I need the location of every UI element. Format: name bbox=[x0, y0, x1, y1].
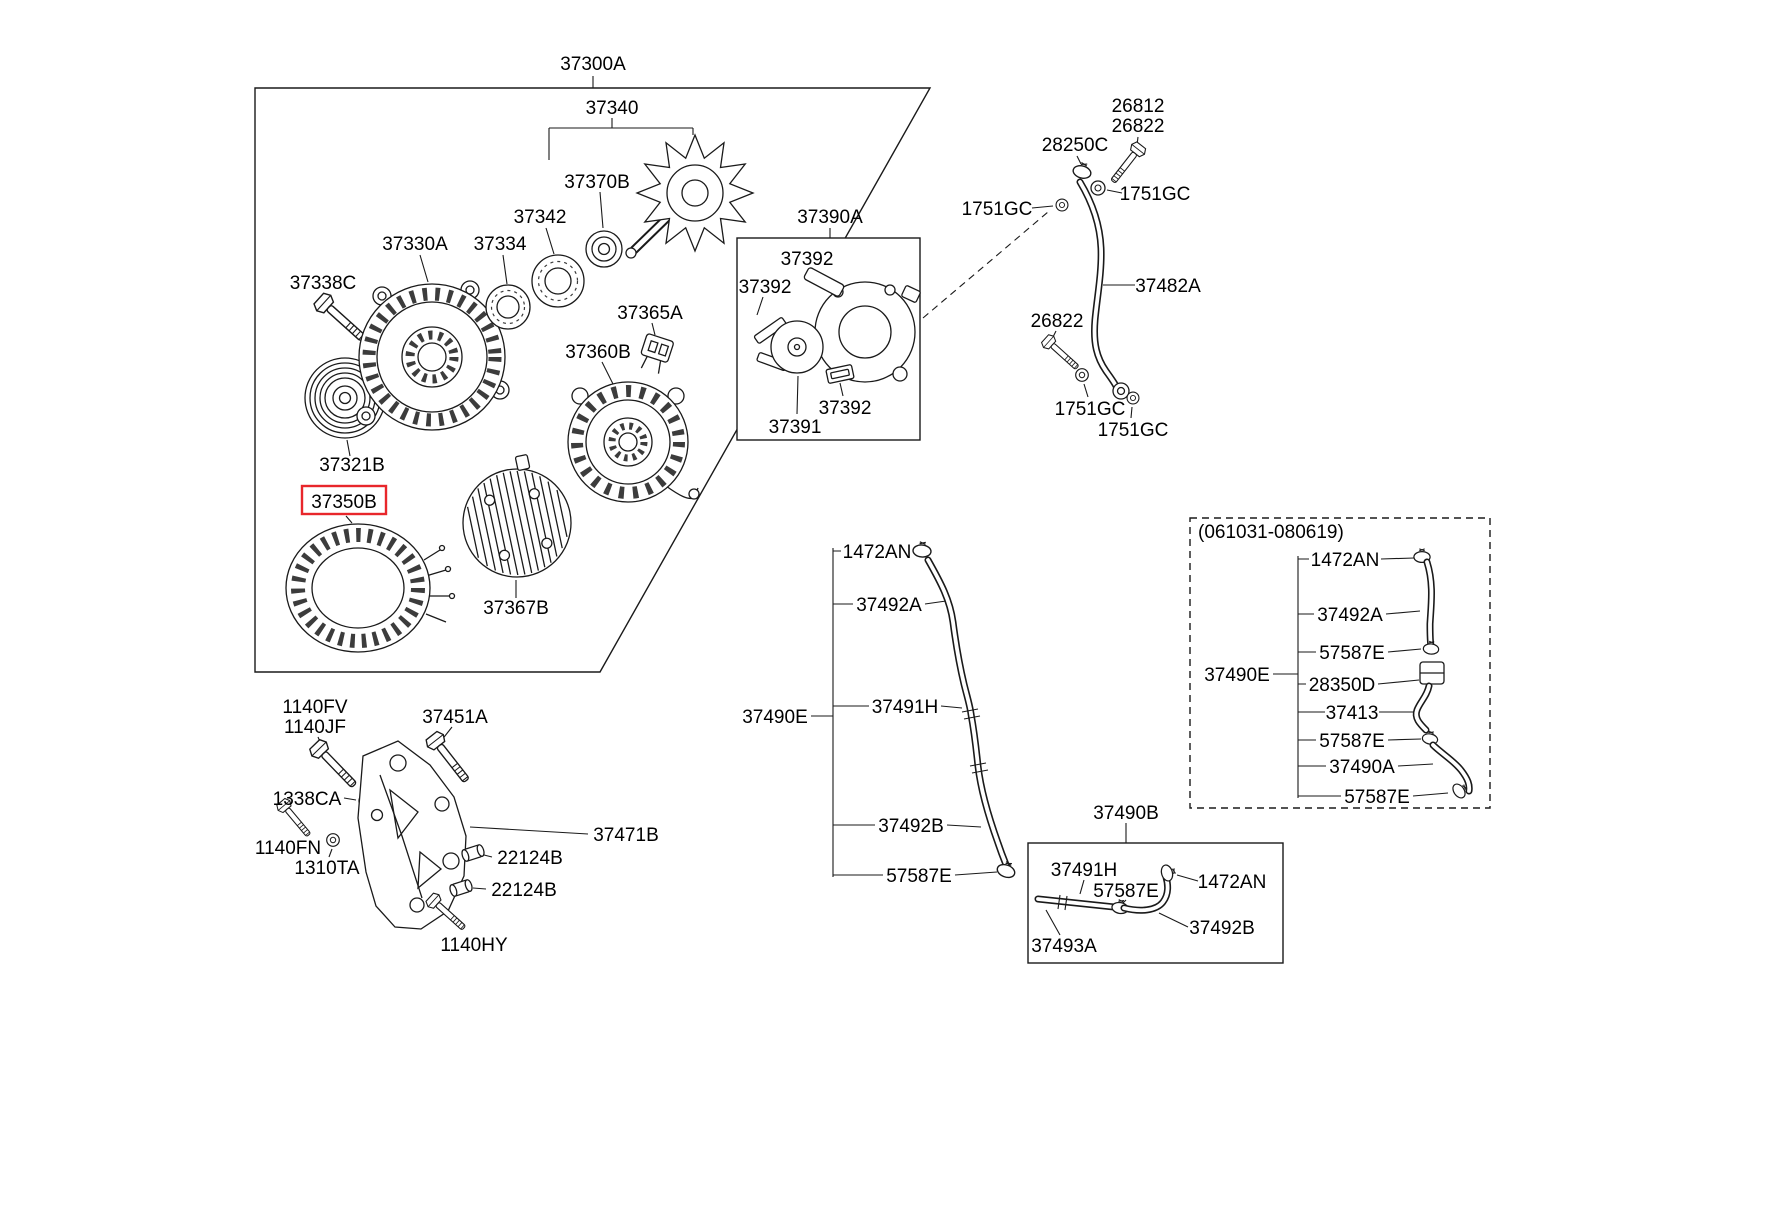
part-label-37492a-late[interactable]: 37492A bbox=[1317, 605, 1383, 626]
alternator-group-box bbox=[254, 87, 932, 673]
mounting-bracket-group bbox=[274, 726, 589, 935]
part-label-37342[interactable]: 37342 bbox=[514, 207, 567, 228]
rear-bearing-drawing bbox=[485, 284, 531, 330]
washer-bottom-left-drawing bbox=[1075, 368, 1089, 382]
part-label-37300a[interactable]: 37300A bbox=[560, 54, 626, 75]
part-label-37340[interactable]: 37340 bbox=[586, 98, 639, 119]
washer-top-right-drawing bbox=[1090, 180, 1106, 196]
vacuum-hose-b-group-box bbox=[1027, 823, 1284, 964]
part-labels: 37300A 37340 37370B 37342 37334 37330A 3… bbox=[255, 54, 1410, 957]
mounting-bracket-drawing bbox=[357, 740, 467, 930]
part-label-22124b-upper[interactable]: 22124B bbox=[497, 848, 563, 869]
vacuum-pump-group-box bbox=[736, 228, 921, 441]
mounting-bolt-fv-drawing bbox=[306, 736, 362, 793]
group-connector-dashed-line bbox=[922, 211, 1049, 319]
part-label-37490b[interactable]: 37490B bbox=[1093, 803, 1159, 824]
late-production-dashed-box bbox=[1189, 517, 1491, 809]
vacuum-pump-drawing bbox=[753, 267, 921, 384]
part-label-37451a[interactable]: 37451A bbox=[422, 707, 488, 728]
selected-part-highlight bbox=[300, 484, 388, 516]
part-label-37360b[interactable]: 37360B bbox=[565, 342, 631, 363]
hose-clamp-upper-drawing bbox=[911, 540, 933, 559]
oil-line-bolt-lower-drawing bbox=[1039, 332, 1083, 374]
part-label-1140fv[interactable]: 1140FV bbox=[282, 697, 347, 718]
part-label-1140jf[interactable]: 1140JF bbox=[284, 717, 346, 738]
oil-line-clamp-drawing bbox=[1071, 160, 1094, 181]
part-label-37365a[interactable]: 37365A bbox=[617, 303, 683, 324]
part-label-57587e-late-2[interactable]: 57587E bbox=[1319, 731, 1385, 752]
part-label-37492b-mid[interactable]: 37492B bbox=[878, 816, 944, 837]
part-label-57587e-b[interactable]: 57587E bbox=[1093, 881, 1159, 902]
rectifier-drawing bbox=[462, 454, 572, 578]
part-label-37330a[interactable]: 37330A bbox=[382, 234, 448, 255]
part-label-37482a[interactable]: 37482A bbox=[1135, 276, 1201, 297]
part-label-26822-top[interactable]: 26822 bbox=[1112, 116, 1165, 137]
late-clamp-b-drawing bbox=[1422, 640, 1440, 656]
part-label-37392-top[interactable]: 37392 bbox=[781, 249, 834, 270]
part-label-37491h-mid[interactable]: 37491H bbox=[872, 697, 939, 718]
part-label-1338ca[interactable]: 1338CA bbox=[273, 789, 342, 810]
part-label-37392-bottom[interactable]: 37392 bbox=[819, 398, 872, 419]
part-label-37370b[interactable]: 37370B bbox=[564, 172, 630, 193]
brush-holder-drawing bbox=[640, 333, 674, 374]
part-label-37490e-late[interactable]: 37490E bbox=[1204, 665, 1270, 686]
part-label-57587e-mid[interactable]: 57587E bbox=[886, 866, 952, 887]
part-label-37334[interactable]: 37334 bbox=[474, 234, 527, 255]
part-label-37367b[interactable]: 37367B bbox=[483, 598, 549, 619]
part-label-37338c[interactable]: 37338C bbox=[290, 273, 357, 294]
oil-line-drawing bbox=[1031, 136, 1149, 419]
part-label-1140fn[interactable]: 1140FN bbox=[255, 838, 321, 859]
part-label-37492a-mid[interactable]: 37492A bbox=[856, 595, 922, 616]
part-label-57587e-late-1[interactable]: 57587E bbox=[1319, 643, 1385, 664]
washer-top-left-drawing bbox=[1055, 198, 1069, 212]
part-label-37392-left[interactable]: 37392 bbox=[739, 277, 792, 298]
front-bearing-drawing bbox=[531, 254, 585, 308]
part-label-37413[interactable]: 37413 bbox=[1326, 703, 1379, 724]
part-label-26812[interactable]: 26812 bbox=[1112, 96, 1165, 117]
plain-washer-drawing bbox=[326, 833, 340, 847]
part-label-1751gc-bottom-right[interactable]: 1751GC bbox=[1098, 420, 1169, 441]
part-label-37350b[interactable]: 37350B bbox=[311, 492, 377, 513]
part-label-1310ta[interactable]: 1310TA bbox=[294, 858, 359, 879]
part-label-28350d[interactable]: 28350D bbox=[1309, 675, 1376, 696]
part-label-28250c[interactable]: 28250C bbox=[1042, 135, 1109, 156]
front-bracket-drawing bbox=[356, 280, 510, 431]
part-label-37490e-mid[interactable]: 37490E bbox=[742, 707, 808, 728]
washer-bottom-right-drawing bbox=[1126, 391, 1140, 405]
part-label-1472an-late[interactable]: 1472AN bbox=[1311, 550, 1380, 571]
part-label-1472an-mid[interactable]: 1472AN bbox=[843, 542, 912, 563]
part-label-37471b[interactable]: 37471B bbox=[593, 825, 659, 846]
part-label-37390a[interactable]: 37390A bbox=[797, 207, 863, 228]
part-label-1751gc-bottom-left[interactable]: 1751GC bbox=[1055, 399, 1126, 420]
part-label-37321b[interactable]: 37321B bbox=[319, 455, 385, 476]
part-label-57587e-late-3[interactable]: 57587E bbox=[1344, 787, 1410, 808]
production-range-label: (061031-080619) bbox=[1198, 522, 1344, 543]
rotor-drawing bbox=[625, 133, 755, 259]
alternator-leader-lines bbox=[322, 76, 694, 598]
part-label-37490a[interactable]: 37490A bbox=[1329, 757, 1395, 778]
part-label-1751gc-top-left[interactable]: 1751GC bbox=[962, 199, 1033, 220]
stator-drawing bbox=[285, 523, 456, 653]
part-label-1140hy[interactable]: 1140HY bbox=[440, 935, 508, 956]
part-label-26822-lower[interactable]: 26822 bbox=[1031, 311, 1084, 332]
part-label-1472an-b[interactable]: 1472AN bbox=[1198, 872, 1267, 893]
bearing-cover-drawing bbox=[585, 230, 623, 268]
part-label-37391[interactable]: 37391 bbox=[769, 417, 822, 438]
part-label-1751gc-top-right[interactable]: 1751GC bbox=[1120, 184, 1191, 205]
vacuum-hose-assembly-drawing bbox=[811, 540, 1019, 881]
oil-line-bolt-upper-drawing bbox=[1106, 139, 1149, 187]
part-label-22124b-lower[interactable]: 22124B bbox=[491, 880, 557, 901]
rear-bracket-drawing bbox=[567, 381, 700, 503]
part-label-37493a[interactable]: 37493A bbox=[1031, 936, 1097, 957]
part-label-37492b-b[interactable]: 37492B bbox=[1189, 918, 1255, 939]
part-label-37491h-b[interactable]: 37491H bbox=[1051, 860, 1118, 881]
